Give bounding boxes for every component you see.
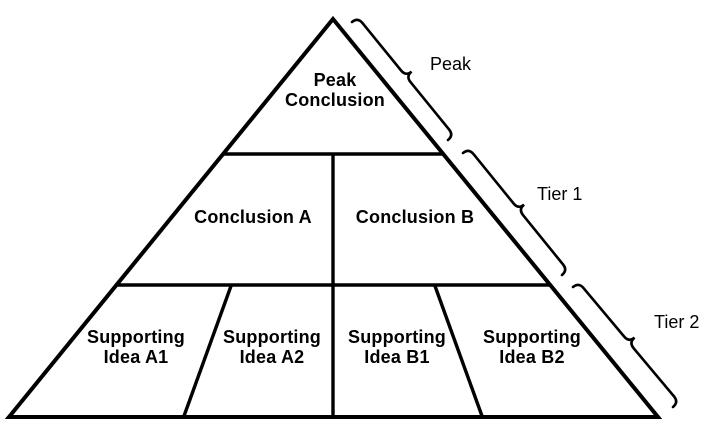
tier2-brace-label: Tier 2 [654,312,700,332]
peak-brace-label: Peak [430,54,472,74]
peak-conclusion-cell-label: Peak Conclusion [235,70,435,110]
conclusion-a-text: Conclusion A [194,207,312,227]
conclusion-a-cell-label: Conclusion A [153,207,353,227]
supporting-idea-b1-cell-label: Supporting Idea B1 [297,327,497,367]
peak-conclusion-line2: Conclusion [285,90,385,110]
supporting-idea-b2-line2: Idea B2 [499,347,565,367]
supporting-idea-b2-cell-label: Supporting Idea B2 [432,327,632,367]
supporting-idea-a2-cell-label: Supporting Idea A2 [172,327,372,367]
supporting-idea-b1-line2: Idea B1 [364,347,430,367]
supporting-idea-a1-line1: Supporting [87,327,185,347]
supporting-idea-a2-line2: Idea A2 [239,347,305,367]
conclusion-b-text: Conclusion B [355,207,475,227]
tier2-brace [571,283,678,409]
tier1-brace [461,149,567,277]
supporting-idea-b1-line1: Supporting [348,327,446,347]
peak-conclusion-line1: Peak [313,70,357,90]
supporting-idea-a1-cell-label: Supporting Idea A1 [36,327,236,367]
supporting-idea-a1-line2: Idea A1 [103,347,169,367]
peak-brace [350,18,453,142]
supporting-idea-a2-line1: Supporting [223,327,321,347]
tier1-brace-label: Tier 1 [537,184,583,204]
conclusion-b-cell-label: Conclusion B [315,207,515,227]
b1-b2-divider-line [433,285,484,417]
supporting-idea-b2-line1: Supporting [483,327,581,347]
a1-a2-divider-line [182,285,233,417]
